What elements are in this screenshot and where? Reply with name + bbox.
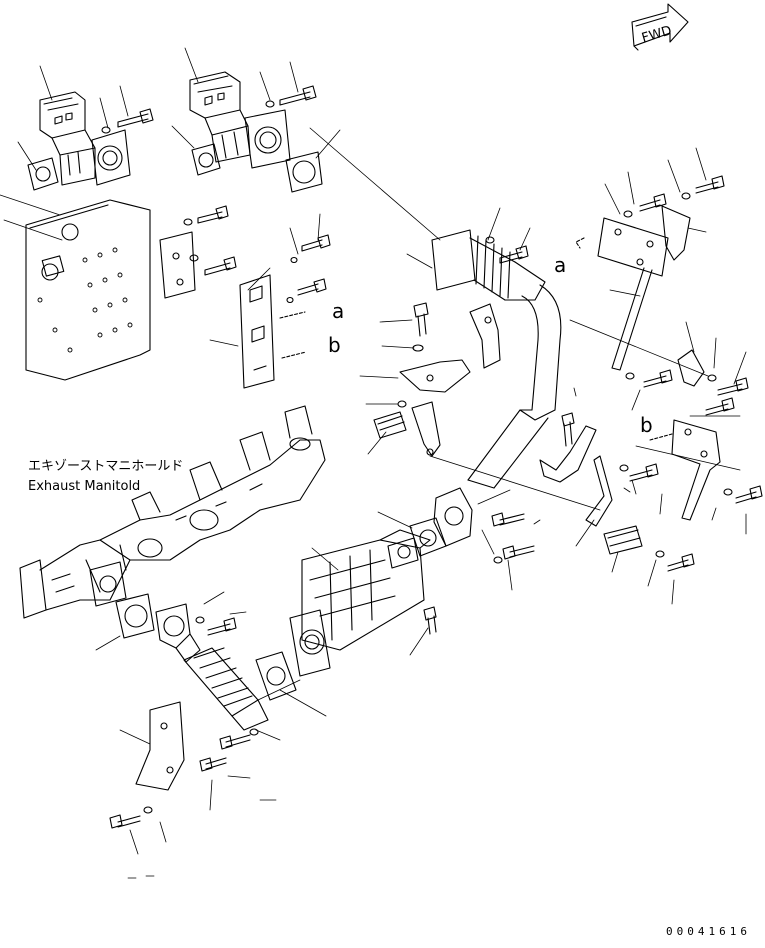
bracket-right-upper xyxy=(597,217,669,277)
bolt-row-1 xyxy=(183,205,229,226)
bolt-right-8 xyxy=(655,550,695,572)
reference-a-left: a xyxy=(332,299,344,323)
washer-upper-left xyxy=(101,126,111,134)
gasket-manifold xyxy=(115,593,155,639)
clamp-bracket-c xyxy=(411,401,441,457)
reference-b-right: b xyxy=(640,413,653,437)
egr-cooler xyxy=(301,529,431,651)
bolt-flange-1 xyxy=(491,512,525,527)
manifold-label-jp: エキゾーストマニホールド xyxy=(28,459,183,474)
bolt-clamp xyxy=(413,302,429,337)
fwd-arrow-label: FWD xyxy=(640,23,673,46)
bolt-lower-1 xyxy=(219,728,259,750)
bolt-row-2 xyxy=(189,254,237,276)
bolt-right-1 xyxy=(623,193,667,218)
bolt-right-2 xyxy=(681,175,725,200)
clamp-right xyxy=(603,525,643,555)
bolt-elbow xyxy=(195,616,237,636)
bolt-upper-left xyxy=(117,108,154,128)
elbow-lower xyxy=(155,603,201,663)
bolt-right-7 xyxy=(723,485,763,504)
bolt-right-4 xyxy=(707,374,749,396)
egr-valve-center xyxy=(189,71,291,169)
support-bracket-lower xyxy=(135,701,185,791)
bracket-right-strap xyxy=(611,267,653,371)
bolt-lower-3 xyxy=(109,806,153,829)
bracket-right-hook xyxy=(661,205,691,261)
bolt-right-6 xyxy=(619,463,659,482)
bolt-lower-2 xyxy=(199,757,227,772)
bellows-upper xyxy=(431,229,546,301)
bolt-pipe-upper xyxy=(485,236,529,264)
bolt-bent xyxy=(561,412,575,447)
bolt-right-3 xyxy=(625,369,673,388)
mounting-plate xyxy=(25,199,151,381)
egr-pipe xyxy=(467,284,562,489)
manifold-flange xyxy=(89,561,127,607)
bellows-lower xyxy=(183,647,269,731)
fwd-arrow-icon xyxy=(631,3,689,51)
clamp-bracket-b xyxy=(399,359,471,393)
gasket-center-b xyxy=(285,151,323,193)
gasket-pipe-lower xyxy=(409,517,447,557)
bolt-cooler xyxy=(423,606,437,635)
bracket-right-middle xyxy=(677,349,705,387)
reference-b-left: b xyxy=(328,333,341,357)
reference-a-right: a xyxy=(554,253,566,277)
manifold-label-en: Exhaust Manitold xyxy=(28,479,140,494)
bracket-right-lower xyxy=(671,419,721,521)
bolt-row-3 xyxy=(290,234,331,264)
bolt-row-4 xyxy=(286,278,327,304)
gasket-cooler xyxy=(255,651,297,701)
bolt-right-5 xyxy=(705,397,735,416)
egr-valve-left xyxy=(39,91,131,186)
bracket-bent xyxy=(539,425,597,483)
bracket-small-upper xyxy=(159,231,196,299)
bolt-upper-center xyxy=(279,85,317,106)
clamp-bracket-a xyxy=(469,303,501,369)
cooler-flange xyxy=(289,609,331,677)
bracket-vertical xyxy=(239,274,275,389)
gasket-left xyxy=(27,157,59,191)
exhaust-manifold xyxy=(19,405,326,619)
bolt-flange-2 xyxy=(493,545,535,564)
clamp-band xyxy=(373,411,407,439)
pipe-flange-lower xyxy=(433,487,473,547)
washer-clamp xyxy=(412,344,424,352)
washer-upper-center xyxy=(265,100,275,108)
bracket-long-strap xyxy=(585,455,613,527)
washer-clamp-2 xyxy=(397,400,407,408)
gasket-center-a xyxy=(191,143,221,176)
document-number: 00041616 xyxy=(666,925,751,938)
